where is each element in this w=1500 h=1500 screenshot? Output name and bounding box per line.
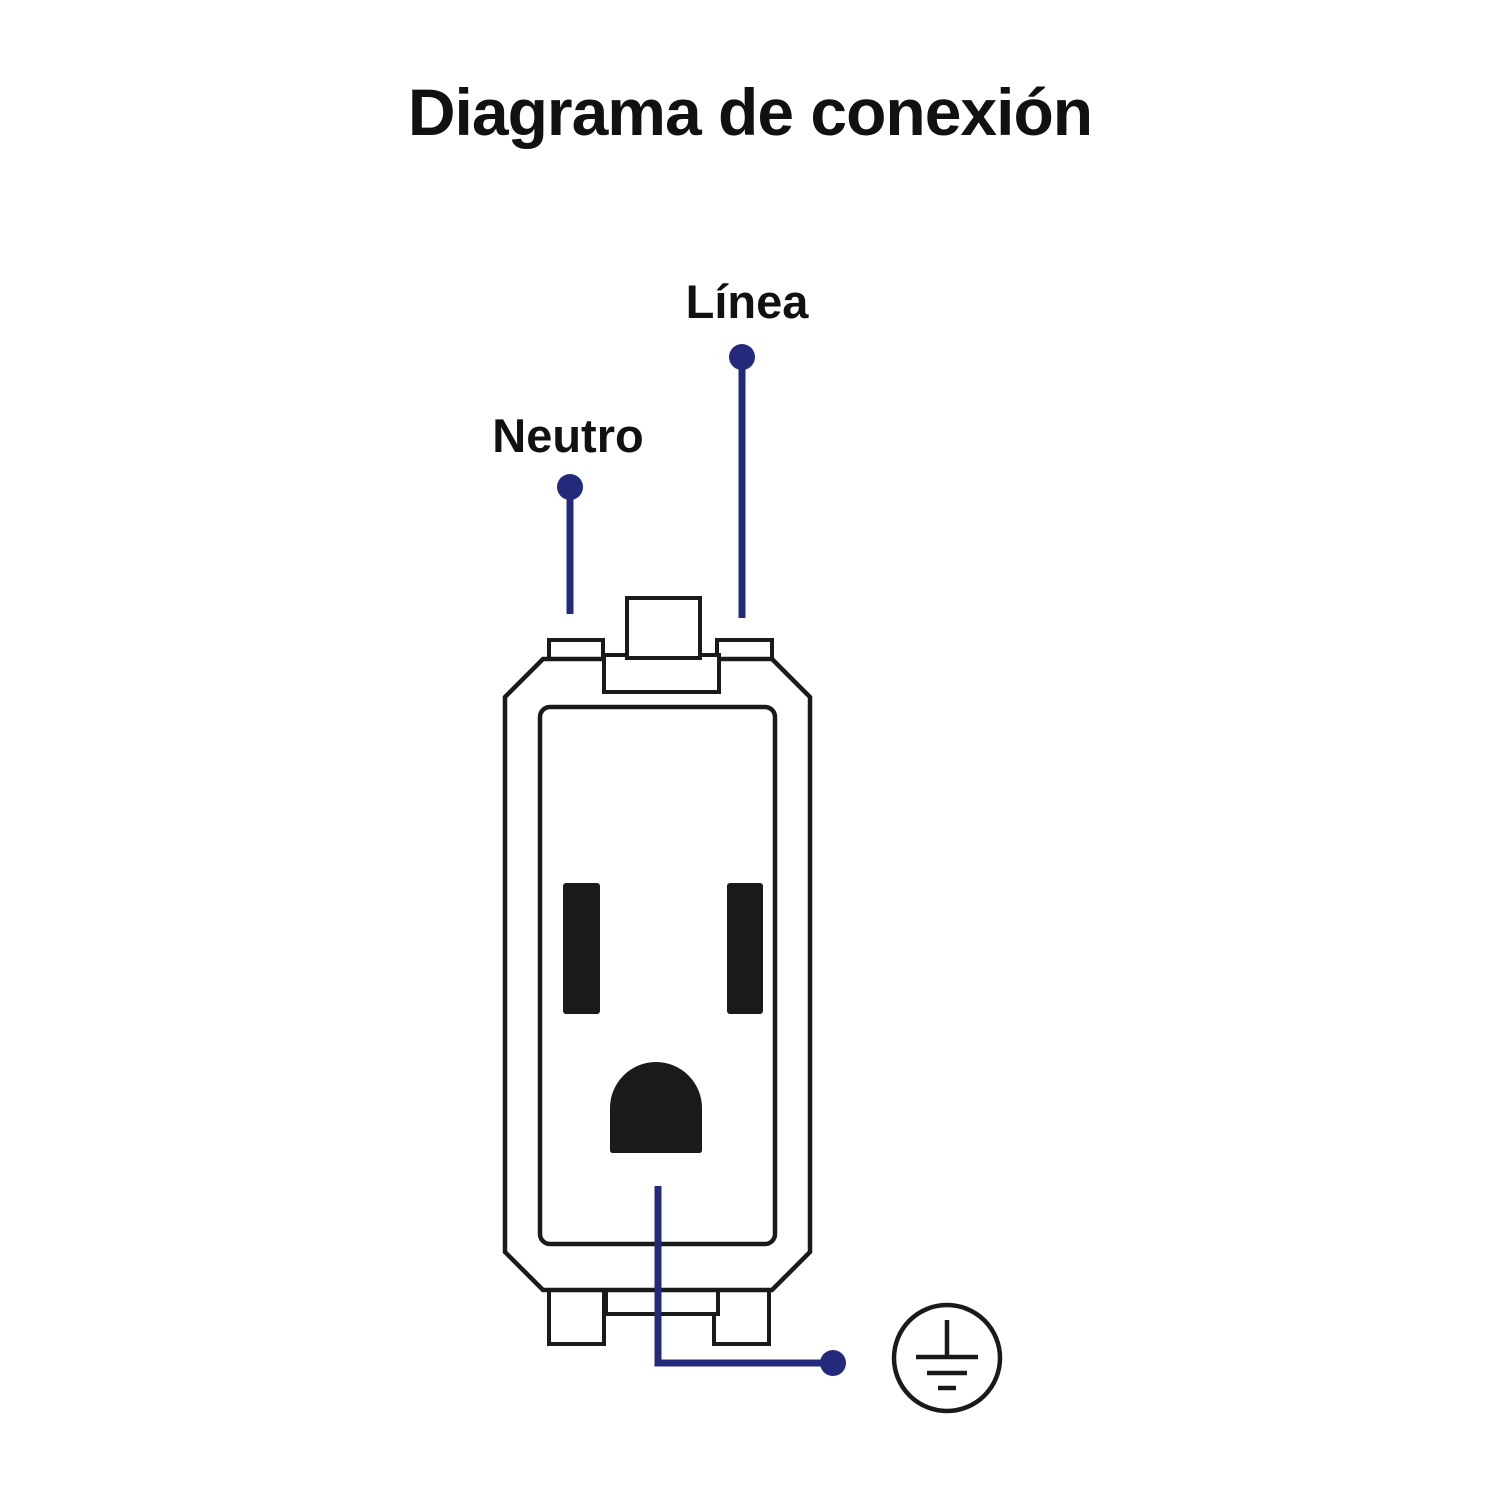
diagram-title: Diagrama de conexión xyxy=(408,75,1092,149)
ground-slot xyxy=(610,1062,702,1153)
neutral-slot xyxy=(563,883,600,1014)
ground-wire xyxy=(654,1186,830,1367)
neutro-label: Neutro xyxy=(492,409,643,462)
linea-label: Línea xyxy=(686,275,810,328)
ground-wire-dot xyxy=(820,1350,846,1376)
neutro-wire-dot xyxy=(557,474,583,500)
top-center-step xyxy=(602,653,721,694)
top-center-tab xyxy=(625,596,702,660)
linea-wire-dot xyxy=(729,344,755,370)
line-slot xyxy=(727,883,763,1014)
ground-icon xyxy=(891,1302,1003,1414)
